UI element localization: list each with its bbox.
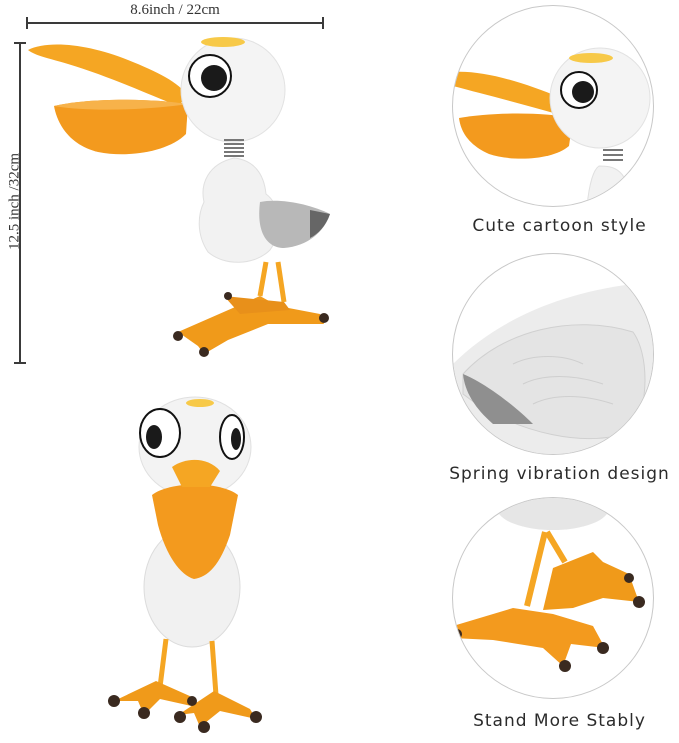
width-dimension-cap-left (26, 17, 28, 29)
width-dimension-cap-right (322, 17, 324, 29)
height-dimension-line (19, 42, 21, 363)
feature-caption-spring: Spring vibration design (449, 464, 670, 484)
feature-caption-stable: Stand More Stably (473, 711, 646, 731)
width-dimension-line (26, 22, 323, 24)
feature-image-head-closeup (452, 5, 654, 207)
feature-image-wing-closeup (452, 253, 654, 455)
height-dimension-cap-top (14, 42, 26, 44)
pelican-front-view-image (100, 395, 290, 740)
height-dimension-cap-bottom (14, 362, 26, 364)
width-dimension-label: 8.6inch / 22cm (130, 2, 220, 18)
feature-caption-cute: Cute cartoon style (472, 216, 647, 236)
feature-image-feet-closeup (452, 497, 654, 699)
pelican-side-view-image (28, 34, 338, 364)
height-dimension-label: 12.5 inch /32cm (6, 152, 23, 251)
